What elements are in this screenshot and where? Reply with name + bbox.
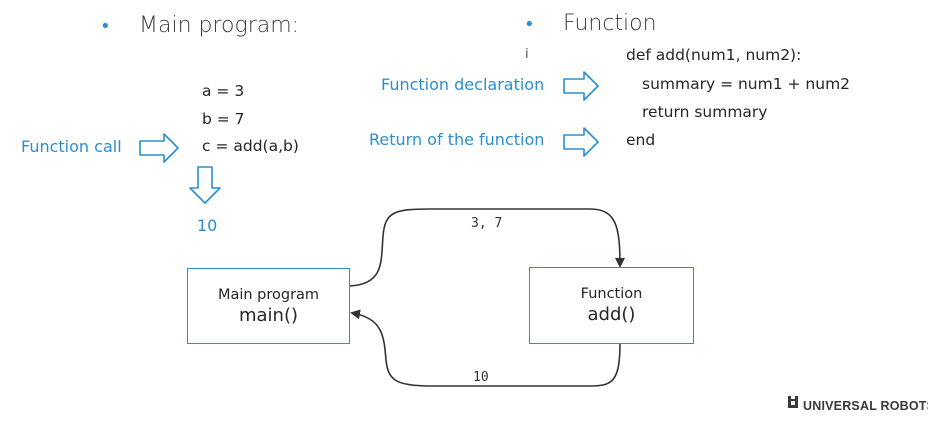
return-of-function-label: Return of the function bbox=[369, 130, 545, 149]
function-declaration-label: Function declaration bbox=[381, 75, 545, 94]
bullet-function: • bbox=[524, 14, 535, 35]
function-box-call: add() bbox=[587, 304, 636, 325]
bullet-main: • bbox=[100, 16, 111, 37]
function-call-arrow bbox=[139, 133, 179, 163]
args-label: 3, 7 bbox=[471, 216, 503, 231]
function-box-title: Function bbox=[580, 286, 643, 302]
main-box-call: main() bbox=[238, 304, 299, 326]
stray-mark: i bbox=[525, 47, 529, 62]
function-heading: Function bbox=[563, 11, 657, 36]
ur-logo-icon bbox=[788, 396, 798, 408]
return-label: 10 bbox=[473, 370, 489, 385]
function-declaration-arrow bbox=[563, 71, 599, 101]
main-code-block: a = 3 b = 7 c = add(a,b) bbox=[202, 78, 299, 161]
function-call-label: Function call bbox=[21, 137, 122, 156]
return-of-function-arrow bbox=[563, 127, 599, 157]
code-line-end: end bbox=[626, 131, 656, 149]
main-program-heading: Main program: bbox=[139, 13, 300, 38]
call-connector bbox=[349, 208, 625, 287]
main-program-box: Main program main() bbox=[187, 268, 350, 344]
code-line-return: return summary bbox=[642, 103, 768, 121]
code-line-summary: summary = num1 + num2 bbox=[642, 75, 851, 93]
code-line-def: def add(num1, num2): bbox=[626, 46, 802, 64]
main-box-title: Main program bbox=[217, 286, 320, 303]
result-value: 10 bbox=[197, 216, 218, 235]
universal-robots-logo: UNIVERSAL ROBOTS bbox=[787, 395, 928, 413]
code-line-c: c = add(a,b) bbox=[202, 137, 299, 155]
code-line-b: b = 7 bbox=[202, 109, 245, 128]
function-box: Function add() bbox=[529, 267, 694, 344]
return-connector bbox=[350, 309, 621, 387]
logo-text: UNIVERSAL ROBOTS bbox=[803, 399, 928, 413]
result-down-arrow bbox=[189, 166, 221, 204]
code-line-a: a = 3 bbox=[202, 82, 245, 100]
